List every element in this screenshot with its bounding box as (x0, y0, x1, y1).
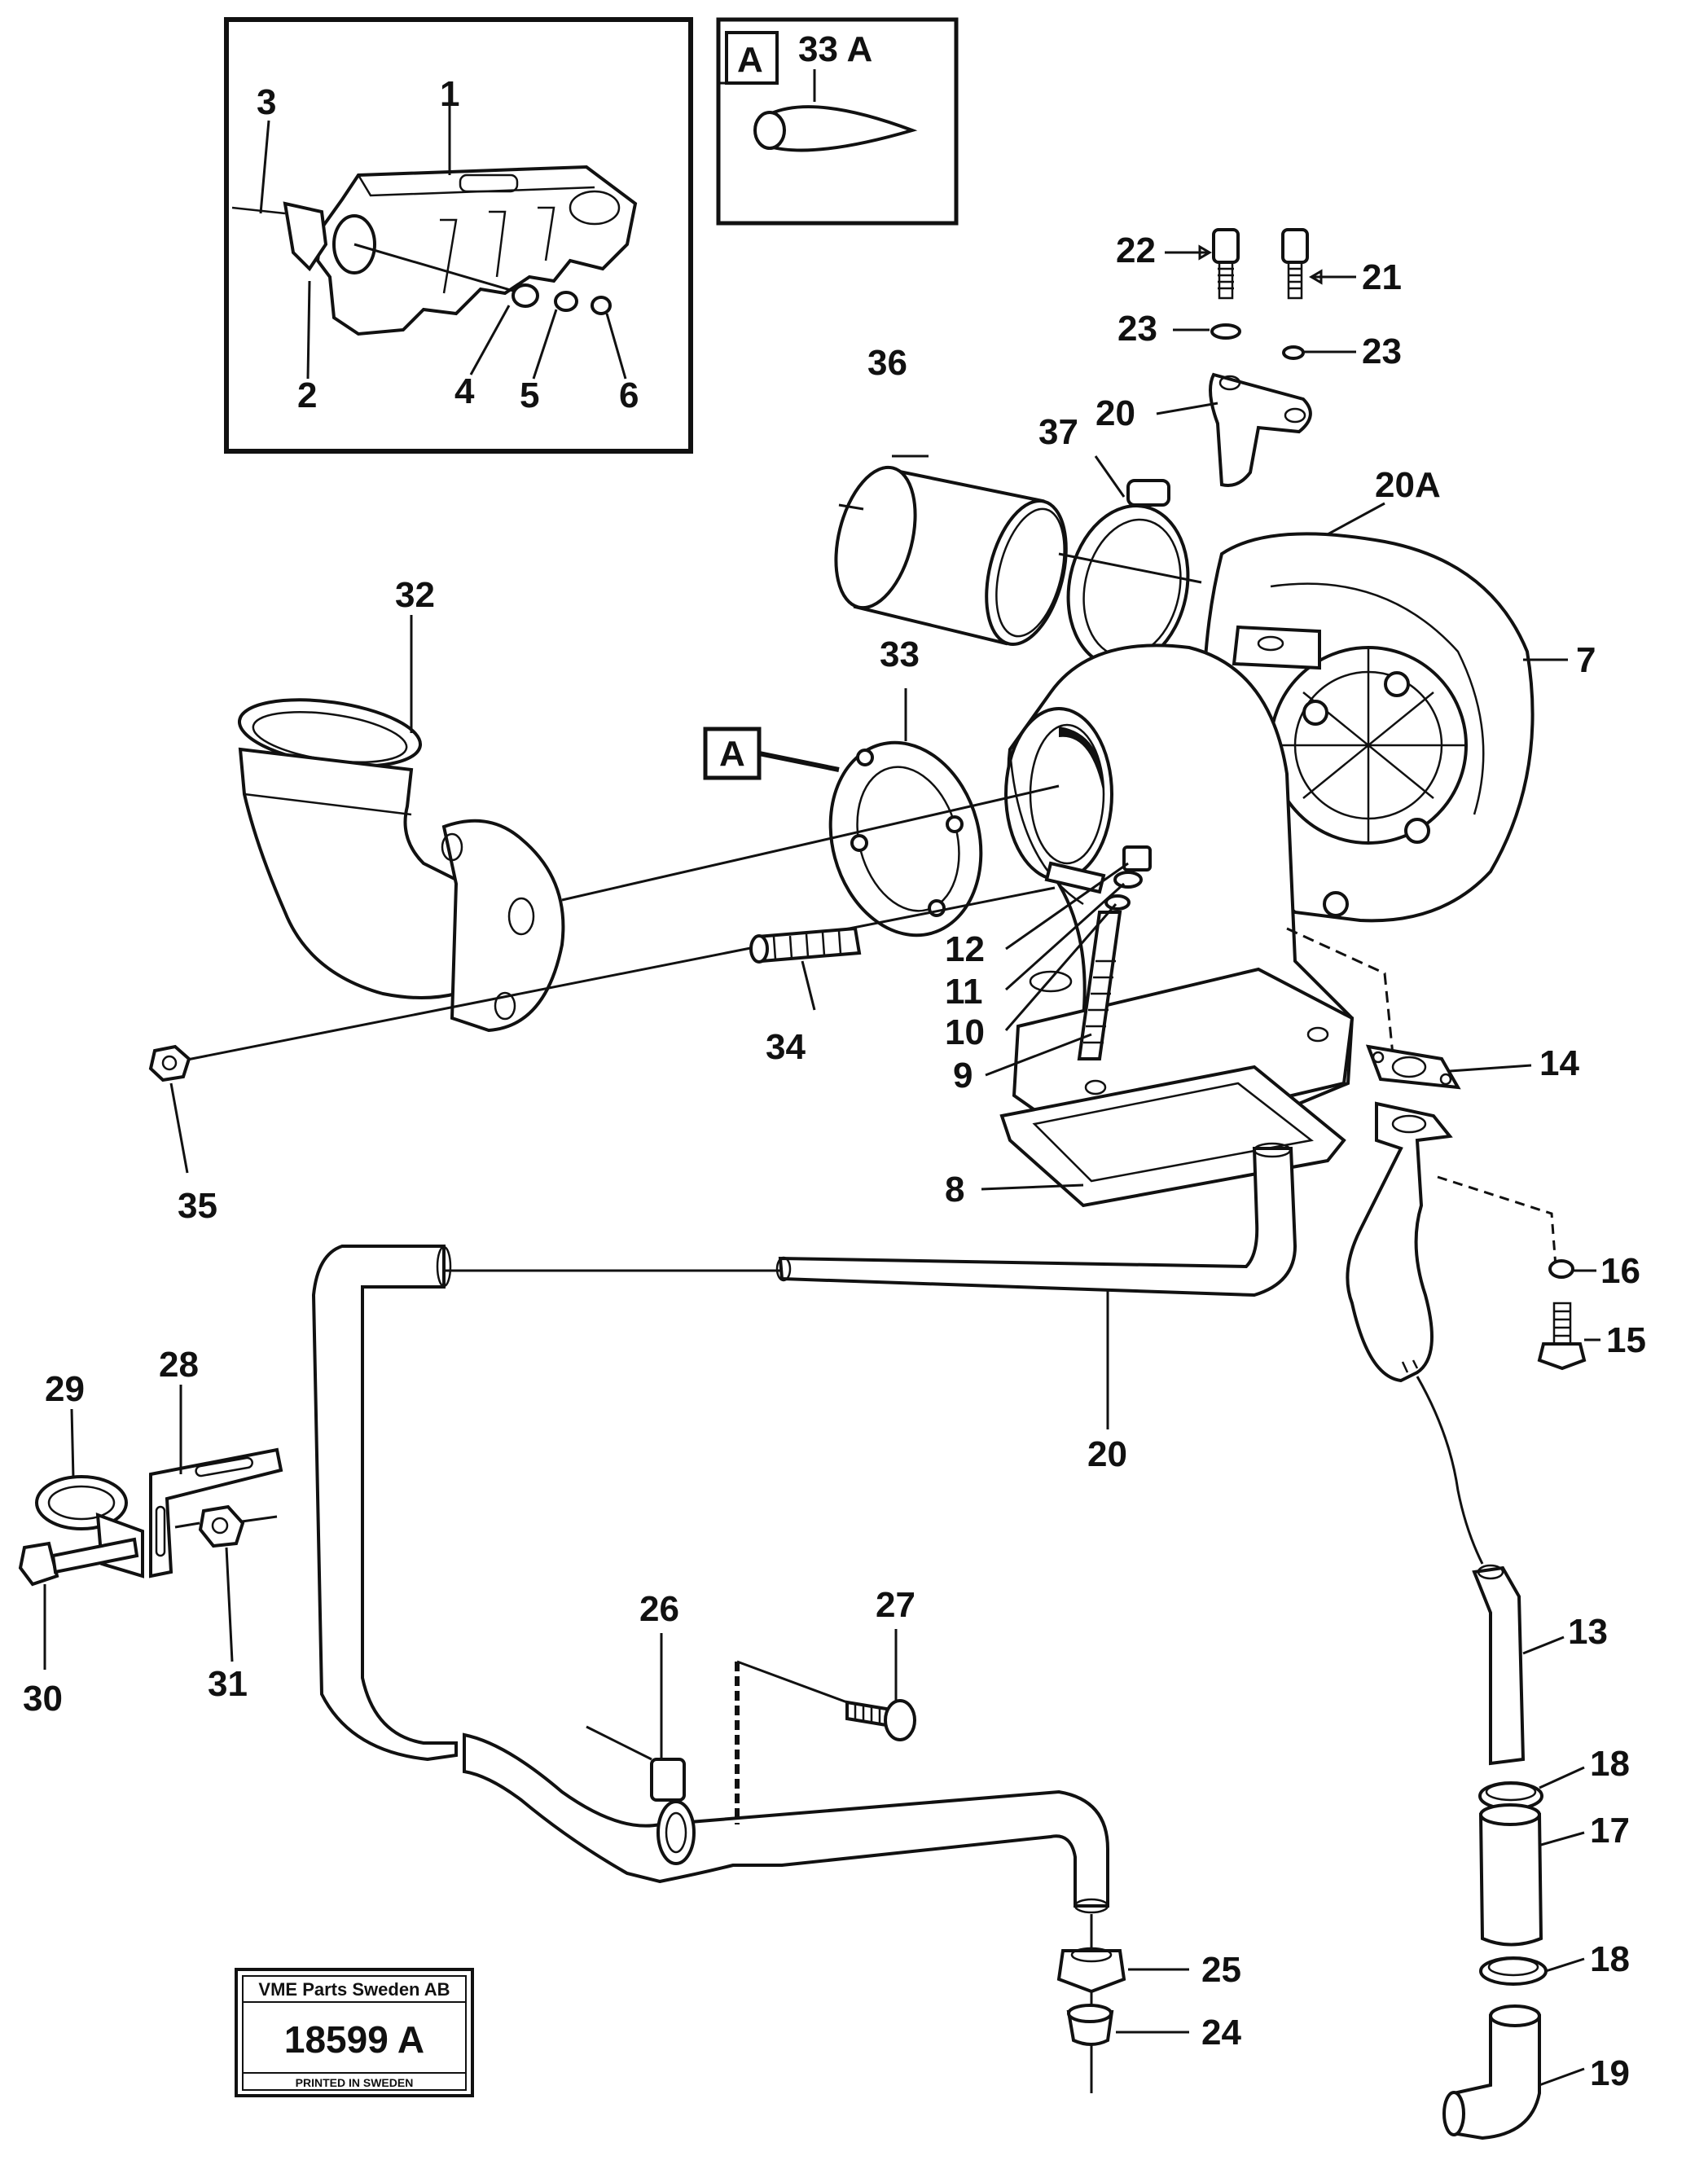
stamp-footer: PRINTED IN SWEDEN (296, 2076, 414, 2089)
callout-20a: 20A (1375, 465, 1441, 505)
stamp-company: VME Parts Sweden AB (258, 1979, 450, 2000)
callout-23-right: 23 (1362, 331, 1402, 371)
callout-15: 15 (1606, 1320, 1646, 1360)
bolt-15 (1537, 1302, 1587, 1371)
hose-clamp-18-lower (1479, 1956, 1548, 1986)
elbow-19 (1442, 2004, 1541, 2140)
callout-9: 9 (953, 1056, 973, 1095)
callout-30: 30 (23, 1679, 63, 1719)
callout-12: 12 (945, 929, 985, 969)
callout-37: 37 (1038, 412, 1078, 452)
callout-1: 1 (440, 74, 459, 114)
air-pipe-36 (834, 465, 1068, 647)
callout-4: 4 (454, 371, 475, 411)
callout-24: 24 (1201, 2013, 1241, 2053)
oil-return-pipe-13 (1346, 1101, 1453, 1383)
bracket-28 (149, 1447, 283, 1578)
callout-7: 7 (1576, 640, 1596, 680)
bolt-30 (18, 1537, 139, 1587)
callout-5: 5 (520, 375, 539, 415)
nut-25 (1056, 1947, 1126, 1994)
oil-supply-top: 22 21 23 23 20 20A (1095, 228, 1441, 551)
stud-34 (749, 926, 862, 964)
elbow-32 (237, 698, 565, 1033)
sleeve-24 (1066, 2004, 1114, 2046)
callout-16: 16 (1600, 1251, 1640, 1291)
callout-23-left: 23 (1117, 309, 1157, 349)
hose-17 (1478, 1803, 1543, 1947)
callout-20-top: 20 (1095, 393, 1135, 433)
callout-14: 14 (1539, 1043, 1579, 1083)
ref-box-a: A (703, 727, 840, 780)
callout-33: 33 (880, 634, 920, 674)
callout-13: 13 (1568, 1612, 1608, 1652)
oil-pipe-20-lower (311, 1245, 1109, 1914)
callout-35: 35 (178, 1186, 217, 1226)
callout-18-lower: 18 (1590, 1939, 1630, 1979)
stud-bolt-9-12 (1044, 845, 1152, 1060)
callout-8: 8 (945, 1170, 964, 1210)
callout-22: 22 (1116, 231, 1156, 270)
gasket-14 (1365, 1044, 1461, 1090)
callout-28: 28 (159, 1345, 199, 1385)
callout-34: 34 (766, 1027, 806, 1067)
inset-manifold-box: 3 1 2 4 5 6 (224, 17, 693, 454)
detail-tag-a: A (737, 40, 763, 80)
gasket-33 (828, 740, 983, 937)
callout-21: 21 (1362, 257, 1402, 297)
callout-29: 29 (45, 1369, 85, 1409)
callout-10: 10 (945, 1012, 985, 1052)
callout-36: 36 (867, 343, 907, 383)
callout-17: 17 (1590, 1811, 1630, 1851)
nut-35 (148, 1044, 191, 1082)
parts-stamp: VME Parts Sweden AB 18599 A PRINTED IN S… (235, 1968, 474, 2097)
callout-19: 19 (1590, 2053, 1630, 2093)
callout-3: 3 (257, 82, 276, 122)
callout-6: 6 (619, 375, 639, 415)
callout-27: 27 (876, 1585, 915, 1625)
callout-11: 11 (945, 972, 983, 1012)
callout-20-bottom: 20 (1087, 1434, 1127, 1474)
callout-26: 26 (639, 1589, 679, 1629)
exhaust-manifold (231, 165, 638, 336)
callout-25: 25 (1201, 1950, 1241, 1990)
rubber-plug-33a (768, 105, 918, 152)
stamp-number: 18599 A (284, 2018, 424, 2061)
detail-box-33a: A 33 A (716, 17, 959, 226)
callout-31: 31 (208, 1664, 248, 1704)
flange-pipe-20a (1209, 372, 1312, 487)
oil-pipe-20 (775, 1142, 1297, 1297)
callout-32: 32 (395, 575, 435, 615)
callout-18-upper: 18 (1590, 1744, 1630, 1784)
nut-31 (198, 1504, 245, 1548)
ref-tag-a: A (719, 734, 745, 774)
bolt-27 (845, 1699, 916, 1741)
callout-33a: 33 A (798, 29, 872, 69)
clip-26 (586, 1725, 696, 1865)
callout-2: 2 (297, 375, 317, 415)
